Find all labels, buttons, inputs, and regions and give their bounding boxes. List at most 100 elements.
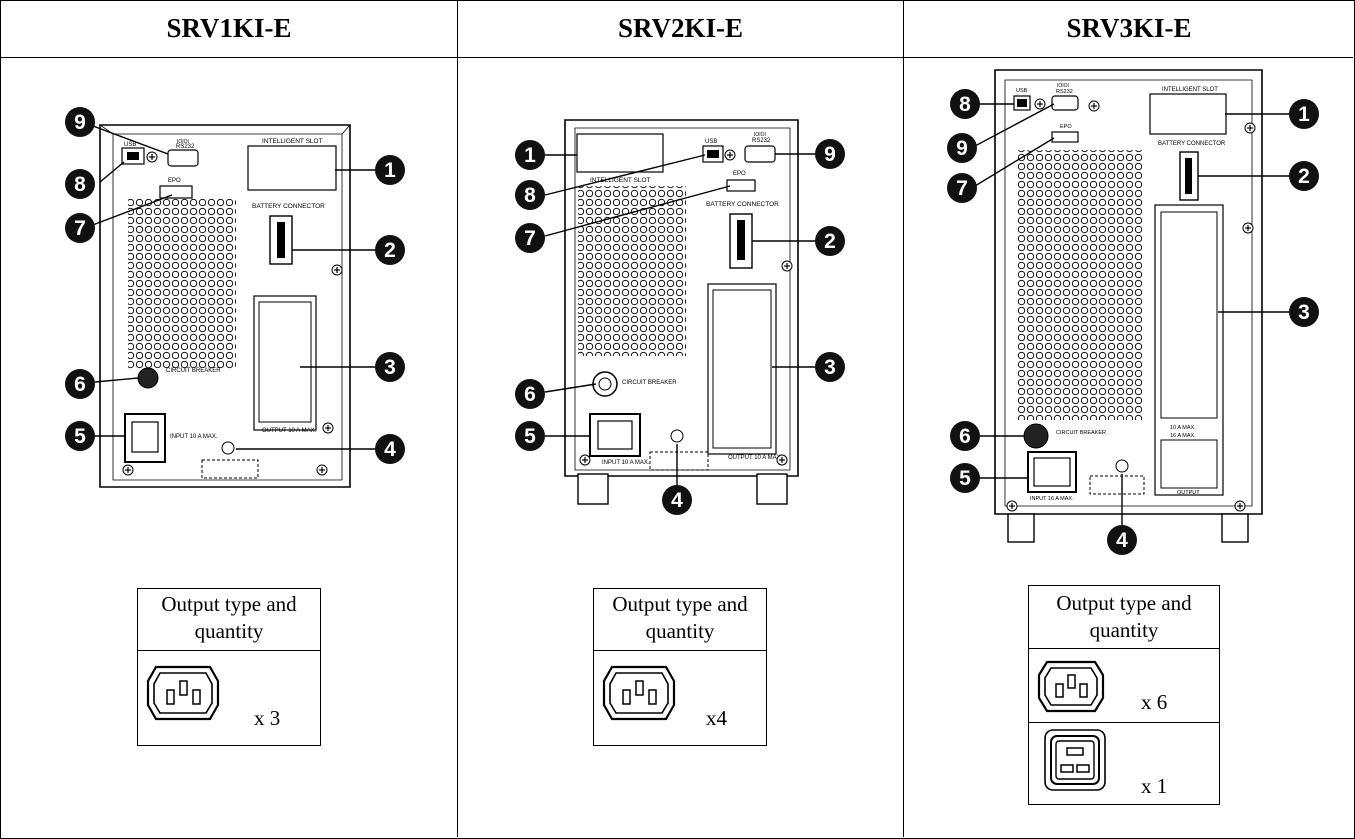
rs232-port [1051, 95, 1079, 111]
srv2ki-rear-panel: INTELLIGENT SLOT USB IOIOI RS232 EPO BAT… [544, 119, 815, 505]
callout-number: 6 [74, 373, 86, 396]
output-label: OUTPUT [1177, 490, 1200, 496]
rs232-port [167, 149, 199, 167]
callout-number: 4 [671, 489, 683, 512]
srv3ki-rear-panel: USB IOIOI RS232 INTELLIGENT SLOT EPO BAT… [974, 69, 1290, 543]
epo-label: EPO [733, 171, 746, 177]
callout-number: 3 [1298, 301, 1310, 324]
callout-number: 3 [824, 356, 836, 379]
rs232-port [744, 145, 776, 163]
column-divider [457, 0, 458, 837]
usb-label: USB [124, 142, 136, 148]
battery-label: BATTERY CONNECTOR [706, 201, 779, 208]
callout-number: 1 [384, 159, 396, 182]
callout-circle [375, 235, 405, 265]
callout-number: 9 [74, 111, 86, 134]
output-label: OUTPUT 10 A MAX. [262, 428, 317, 434]
usb-label: USB [1016, 88, 1028, 94]
c19-outlet-icon [1044, 729, 1106, 791]
circuit-breaker [1023, 423, 1049, 449]
table-divider [138, 650, 320, 651]
output-10a-label: 10 A MAX. [1170, 425, 1196, 431]
callout-circle [65, 421, 95, 451]
callout-number: 2 [384, 239, 396, 262]
vent-grille [578, 186, 686, 356]
output-table-title: Output type and quantity [1056, 591, 1192, 642]
battery-label: BATTERY CONNECTOR [252, 203, 325, 210]
callout-circle [515, 180, 545, 210]
column-divider [903, 0, 904, 837]
callout-number: 7 [524, 227, 536, 250]
column-title-srv1ki: SRV1KI-E [166, 13, 292, 43]
callout-number: 4 [1116, 529, 1128, 552]
quantity-label: x 3 [254, 706, 281, 730]
rs232-icon: IOIOI [1057, 83, 1069, 89]
callout-circle [515, 223, 545, 253]
callout-circle [375, 352, 405, 382]
callout-number: 8 [959, 93, 971, 116]
output-table-srv2ki: Output type and quantity x4 [593, 588, 767, 746]
intelligent-slot [576, 133, 664, 173]
callout-number: 6 [959, 425, 971, 448]
callout-number: 5 [74, 425, 86, 448]
callout-number: 1 [1298, 103, 1310, 126]
callout-number: 5 [959, 467, 971, 490]
callout-number: 7 [74, 217, 86, 240]
output-table-srv3ki: Output type and quantity x 6 x 1 [1028, 585, 1220, 805]
callout-circle [1289, 99, 1319, 129]
callout-circle [375, 434, 405, 464]
c13-outlet-icon [1037, 660, 1105, 713]
callout-circle [815, 352, 845, 382]
callout-number: 1 [524, 144, 536, 167]
rs232-icon: IOIOI [177, 139, 189, 145]
callout-circle [950, 421, 980, 451]
callout-circle [375, 155, 405, 185]
c13-outlet-icon [146, 665, 220, 721]
intelligent-slot [247, 145, 337, 191]
callout-circle [662, 485, 692, 515]
quantity-label: x 1 [1141, 774, 1168, 798]
ground-terminal [1115, 459, 1129, 473]
callout-number: 9 [824, 143, 836, 166]
breaker-label: CIRCUIT BREAKER [166, 368, 221, 374]
ground-terminal [221, 441, 235, 455]
output-table-srv1ki: Output type and quantity x 3 [137, 588, 321, 746]
circuit-breaker [137, 367, 159, 389]
header-divider [0, 57, 1353, 58]
callout-number: 5 [524, 425, 536, 448]
column-title-srv2ki: SRV2KI-E [617, 13, 744, 43]
breaker-label: CIRCUIT BREAKER [622, 380, 677, 386]
input-label: INPUT 10 A MAX. [170, 434, 218, 440]
vent-grille [128, 198, 236, 370]
slot-label: INTELLIGENT SLOT [262, 138, 323, 145]
epo-port [726, 179, 756, 192]
callout-circle [65, 213, 95, 243]
input-label: INPUT 10 A MAX. [602, 460, 650, 466]
callout-number: 8 [74, 173, 86, 196]
callout-circle [1289, 297, 1319, 327]
rs232-label: RS232 [1056, 89, 1073, 95]
callout-circle [515, 421, 545, 451]
table-divider [1029, 722, 1219, 723]
callout-number: 8 [524, 184, 536, 207]
callout-circle [1289, 161, 1319, 191]
c13-outlet-icon [602, 665, 676, 721]
quantity-label: x4 [706, 706, 727, 730]
callout-circle [515, 140, 545, 170]
srv1ki-rear-panel: USB IOIOI RS232 INTELLIGENT SLOT EPO BAT… [89, 124, 375, 488]
breaker-label: CIRCUIT BREAKER [1056, 430, 1106, 436]
rs232-label: RS232 [176, 144, 195, 150]
epo-label: EPO [168, 178, 181, 184]
slot-label: INTELLIGENT SLOT [1162, 87, 1218, 93]
callout-number: 9 [956, 137, 968, 160]
callout-circle [65, 107, 95, 137]
callout-circle [65, 369, 95, 399]
output-label: OUTPUT 10 A MAX. [728, 455, 783, 461]
ground-terminal [670, 429, 684, 443]
callout-circle [947, 133, 977, 163]
callout-number: 7 [956, 177, 968, 200]
callout-circle [65, 169, 95, 199]
table-divider [594, 650, 766, 651]
